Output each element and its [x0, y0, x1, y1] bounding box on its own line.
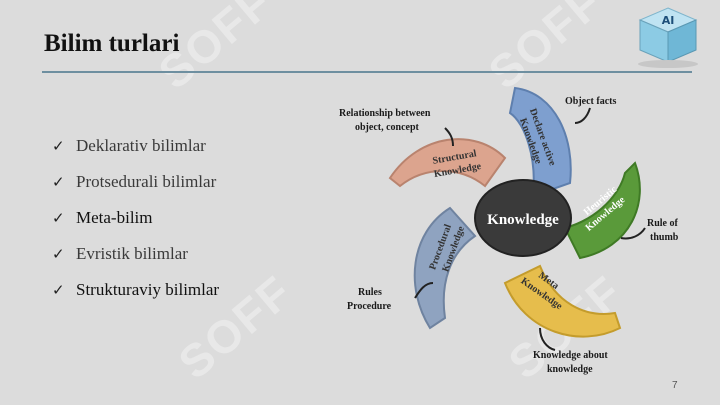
petal-procedural	[413, 206, 477, 330]
checkmark-icon: ✓	[52, 209, 65, 227]
callout-text: knowledge	[547, 364, 593, 375]
callout-text: Rules	[358, 287, 382, 298]
checkmark-icon: ✓	[52, 137, 65, 155]
callout-text: Rule of	[647, 218, 679, 229]
bullet-list: ✓ Deklarativ bilimlar ✓ Protsedurali bilim…	[52, 128, 219, 308]
callout-arrow	[414, 282, 434, 299]
bullet-text: Protsedurali bilimlar	[76, 172, 217, 191]
callout-text: Relationship between	[339, 108, 431, 119]
bullet-text: Meta-bilim	[76, 208, 153, 227]
knowledge-pinwheel-diagram: Knowledge Declare active Knowledge Heuri…	[339, 86, 679, 375]
ai-cube-logo: AI	[638, 7, 698, 68]
checkmark-icon: ✓	[52, 245, 65, 263]
callout-arrow	[444, 127, 454, 147]
petal-meta	[503, 264, 622, 338]
petal-declarative	[508, 86, 572, 198]
list-item: ✓ Protsedurali bilimlar	[52, 164, 219, 200]
callout-arrow	[539, 327, 556, 351]
checkmark-icon: ✓	[52, 281, 65, 299]
slide-title: Bilim turlari	[44, 30, 180, 57]
list-item: ✓ Strukturaviy bilimlar	[52, 272, 219, 308]
callout-text: Object facts	[565, 96, 616, 107]
knowledge-center	[474, 179, 572, 257]
logo-text: AI	[662, 14, 675, 27]
callout-text: Knowledge about	[533, 350, 608, 361]
callout-text: object, concept	[355, 122, 420, 133]
bullet-text: Strukturaviy bilimlar	[76, 280, 220, 299]
callout-arrow	[620, 227, 646, 240]
checkmark-icon: ✓	[52, 173, 65, 191]
title-divider	[42, 71, 692, 73]
bullet-text: Deklarativ bilimlar	[76, 136, 206, 155]
callout-text: thumb	[650, 232, 679, 243]
petal-heuristic	[563, 161, 641, 260]
petal-structural	[388, 138, 507, 188]
list-item: ✓ Meta-bilim	[52, 200, 219, 236]
callout-text: Procedure	[347, 301, 392, 312]
center-label: Knowledge	[487, 212, 559, 228]
list-item: ✓ Deklarativ bilimlar	[52, 128, 219, 164]
callout-arrow	[574, 107, 591, 124]
bullet-text: Evristik bilimlar	[76, 244, 188, 263]
page-number: 7	[672, 380, 678, 391]
list-item: ✓ Evristik bilimlar	[52, 236, 219, 272]
